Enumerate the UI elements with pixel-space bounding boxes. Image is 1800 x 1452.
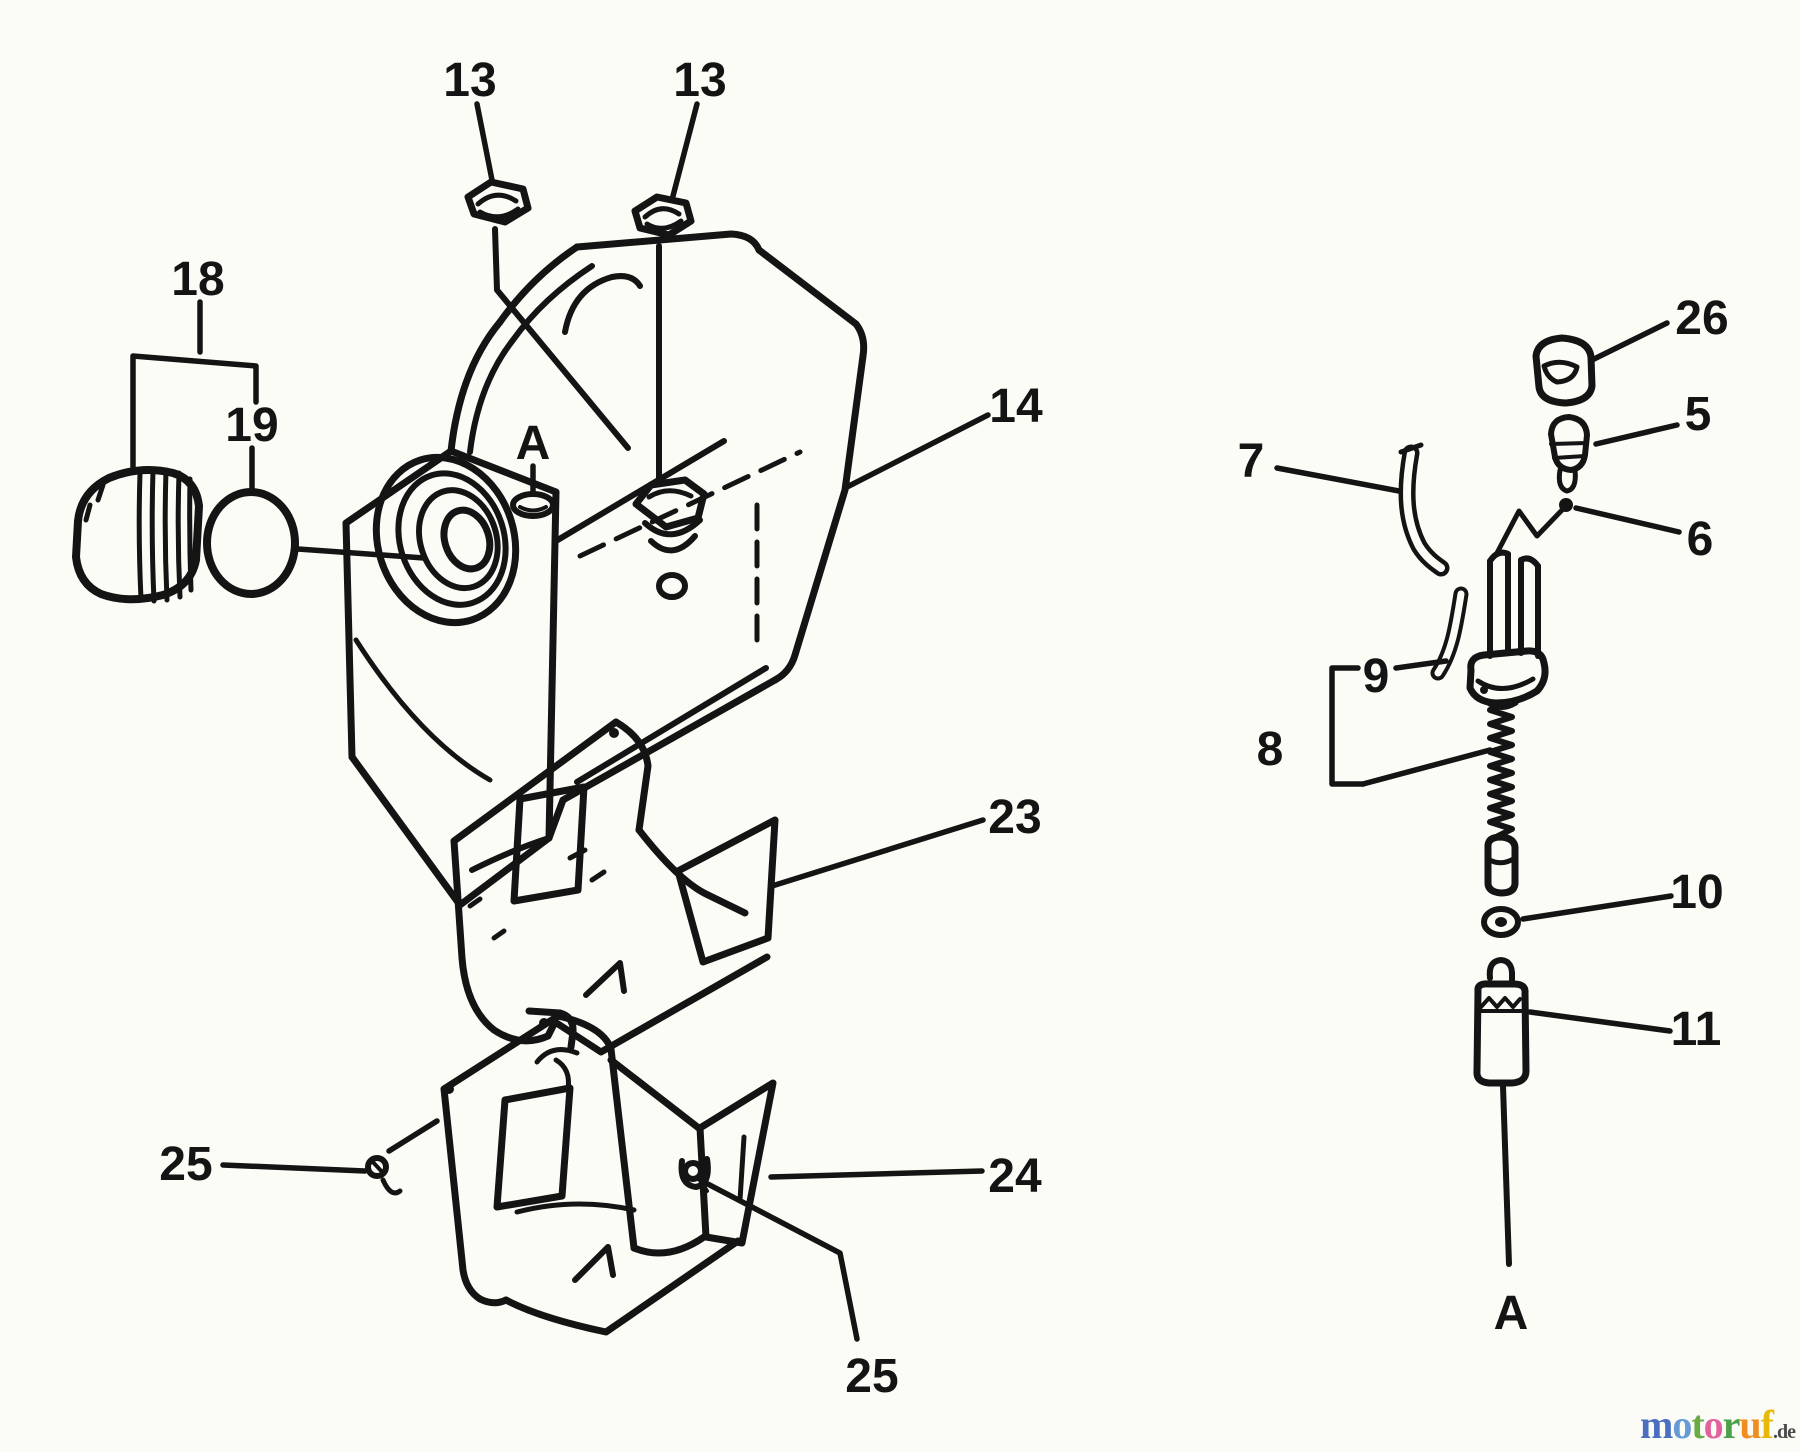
motoruf-watermark: motoruf.de [1640,1401,1796,1448]
cap-gasket-drawing [203,488,299,598]
lower-bracket-drawing [440,1007,777,1336]
tank-vent-hole-drawing [510,491,556,519]
leader-screw-left-mount [386,1118,440,1154]
upper-bracket-drawing [450,718,779,1056]
callout-9: 9 [1363,650,1390,703]
filler-neck-drawing [372,453,520,627]
leader-25-bottom [703,1180,860,1342]
grommet-5-drawing [1548,414,1590,494]
grommet-right-drawing [631,193,695,239]
callout-5: 5 [1685,388,1712,441]
hex-boss-drawing [632,476,708,600]
clip-6-drawing [1494,498,1573,556]
callout-13-left: 13 [443,54,496,107]
watermark-letter: o [1672,1402,1692,1447]
cap-26-drawing [1532,334,1596,407]
watermark-letter: t [1691,1402,1704,1447]
callout-14: 14 [989,380,1043,433]
leader-26 [1589,320,1670,363]
callout-24: 24 [988,1150,1042,1203]
callout-23: 23 [988,791,1041,844]
leader-5 [1593,422,1680,447]
watermark-tld: .de [1773,1421,1796,1443]
fuel-filter-drawing [1473,957,1530,1267]
callout-a-bottom: A [1494,1287,1529,1340]
leader-9 [1393,658,1449,671]
fuel-line-drawing [1398,442,1450,577]
callout-10: 10 [1670,866,1723,919]
callout-labels: 13 13 18 19 A 14 23 24 25 25 26 5 6 7 9 … [159,54,1728,1403]
callout-11: 11 [1671,1003,1722,1056]
leader-25-left [220,1162,368,1174]
callout-8: 8 [1257,723,1284,776]
fuel-tank-drawing [342,226,868,909]
weight-drawing [1484,833,1519,897]
pickup-pipe-drawing [1466,549,1549,710]
watermark-letter: m [1640,1402,1673,1447]
leader-gasket-to-neck [295,546,427,561]
leader-18-19-bracket [130,353,259,473]
filter-axis-line [1500,1083,1512,1267]
screw-left-drawing [365,1155,403,1196]
screw-right-drawing [682,1160,709,1193]
leader-11 [1527,1009,1673,1034]
callout-26: 26 [1675,292,1728,345]
callout-18: 18 [171,253,224,306]
callout-25-bottom: 25 [845,1350,898,1403]
callout-19: 19 [225,399,278,452]
fuel-cap-drawing [72,466,203,604]
leader-6 [1573,505,1682,535]
leader-13-left [474,101,495,183]
leader-8-bracket [1329,665,1366,787]
callout-7: 7 [1238,435,1265,488]
callout-6: 6 [1687,513,1714,566]
leader-14 [842,412,991,491]
watermark-letter: f [1760,1402,1774,1447]
leader-13-right [670,101,700,199]
callout-25-left: 25 [159,1138,212,1191]
spring-drawing [1487,700,1515,839]
leader-24 [768,1168,985,1180]
grommet-left-axis-line [492,226,631,451]
leader-7 [1274,465,1402,494]
watermark-letter: o [1703,1402,1724,1447]
leader-lines [130,101,1682,1342]
callout-a-top: A [516,417,551,470]
leader-23 [769,817,986,889]
watermark-letter: r [1722,1402,1741,1447]
callout-13-right: 13 [673,54,726,107]
leader-8 [1360,747,1493,787]
watermark-letter: u [1739,1402,1761,1447]
elbow-tube-drawing [1430,586,1469,681]
grommet-left-drawing [464,178,532,226]
washer-10-drawing [1481,906,1521,938]
leader-10 [1520,893,1674,922]
